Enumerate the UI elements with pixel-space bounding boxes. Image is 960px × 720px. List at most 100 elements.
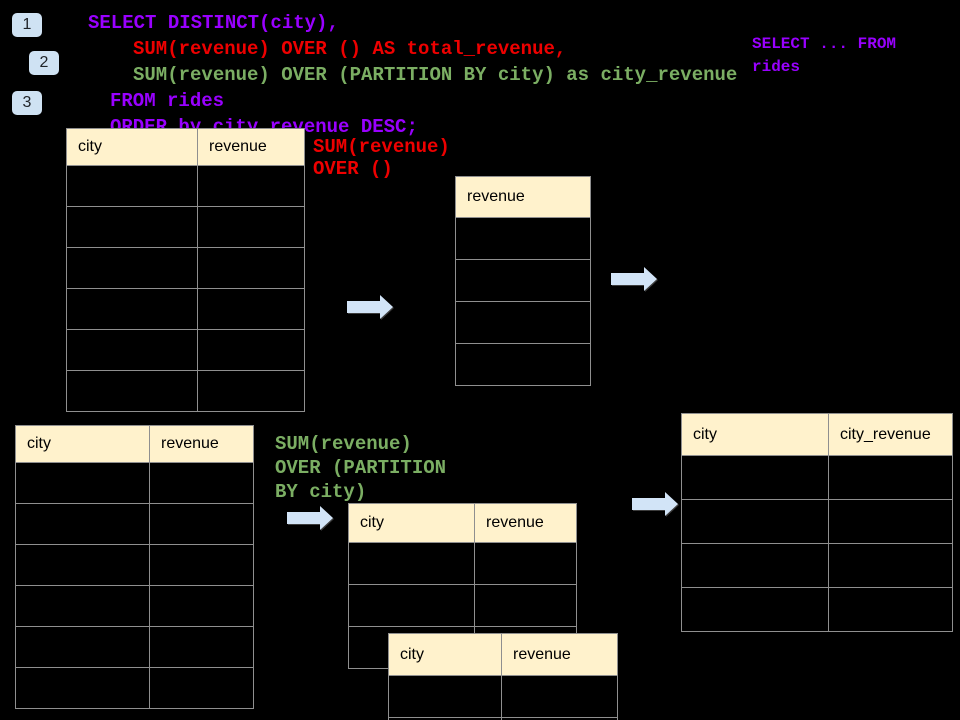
empty-row: [455, 259, 591, 302]
step-badge-1: 1: [12, 13, 42, 37]
empty-cell: [66, 370, 198, 412]
empty-cell: [681, 499, 829, 544]
sql-line-city-revenue: SUM(revenue) OVER (PARTITION BY city) as…: [133, 64, 738, 86]
empty-cell: [15, 503, 150, 545]
empty-cell: [348, 542, 475, 585]
empty-cell: [197, 165, 305, 207]
empty-row: [66, 247, 305, 289]
empty-row: [66, 288, 305, 330]
annotation-total-line2: OVER (): [313, 158, 393, 180]
empty-cell: [501, 675, 618, 718]
annotation-total-line1: SUM(revenue): [313, 136, 450, 158]
empty-row: [681, 587, 953, 632]
empty-cell: [197, 370, 305, 412]
empty-cell: [15, 585, 150, 627]
empty-cell: [15, 626, 150, 668]
column-header: city: [15, 425, 150, 463]
empty-row: [681, 499, 953, 544]
empty-cell: [681, 455, 829, 500]
step-badge-2: 2: [29, 51, 59, 75]
arrow-right-icon: [611, 267, 657, 291]
empty-cell: [455, 217, 591, 260]
column-header: revenue: [474, 503, 577, 543]
empty-row: [15, 503, 254, 545]
empty-row: [455, 217, 591, 260]
column-header: city: [388, 633, 502, 676]
empty-cell: [474, 584, 577, 627]
empty-row: [681, 455, 953, 500]
sql-line-select: SELECT DISTINCT(city),: [88, 12, 339, 34]
annotation-partition-line1: SUM(revenue): [275, 433, 412, 455]
sql-line-from: FROM rides: [110, 90, 225, 112]
sql-line-total-revenue: SUM(revenue) OVER () AS total_revenue,: [133, 38, 567, 60]
empty-cell: [66, 329, 198, 371]
column-header: revenue: [501, 633, 618, 676]
empty-row: [15, 585, 254, 627]
annotation-partition-line3: BY city): [275, 481, 367, 503]
empty-row: [388, 717, 618, 720]
empty-cell: [828, 543, 953, 588]
empty-cell: [501, 717, 618, 720]
empty-cell: [149, 626, 254, 668]
empty-row: [348, 584, 577, 627]
column-header: city: [348, 503, 475, 543]
column-header: revenue: [455, 176, 591, 218]
empty-row: [66, 329, 305, 371]
arrow-right-icon: [632, 492, 678, 516]
empty-cell: [66, 165, 198, 207]
empty-cell: [66, 206, 198, 248]
empty-cell: [197, 288, 305, 330]
empty-cell: [455, 259, 591, 302]
arrow-right-icon: [347, 295, 393, 319]
empty-cell: [681, 543, 829, 588]
annotation-partition-line2: OVER (PARTITION: [275, 457, 447, 479]
side-note-rides: rides: [752, 58, 801, 76]
column-header: city: [66, 128, 198, 166]
empty-cell: [15, 544, 150, 586]
column-header: revenue: [149, 425, 254, 463]
empty-cell: [828, 499, 953, 544]
empty-cell: [149, 544, 254, 586]
empty-cell: [66, 247, 198, 289]
step-badge-3: 3: [12, 91, 42, 115]
empty-row: [15, 544, 254, 586]
empty-row: [66, 165, 305, 207]
empty-row: [15, 667, 254, 709]
column-header: revenue: [197, 128, 305, 166]
column-header: city: [681, 413, 829, 456]
empty-cell: [149, 503, 254, 545]
empty-cell: [828, 455, 953, 500]
empty-row: [681, 543, 953, 588]
empty-cell: [388, 675, 502, 718]
empty-row: [66, 206, 305, 248]
empty-cell: [348, 584, 475, 627]
column-header: city_revenue: [828, 413, 953, 456]
empty-cell: [149, 585, 254, 627]
empty-cell: [474, 542, 577, 585]
empty-row: [15, 462, 254, 504]
empty-row: [66, 370, 305, 412]
empty-cell: [66, 288, 198, 330]
empty-cell: [149, 667, 254, 709]
empty-row: [15, 626, 254, 668]
empty-cell: [197, 247, 305, 289]
empty-cell: [149, 462, 254, 504]
empty-cell: [681, 587, 829, 632]
empty-row: [455, 301, 591, 344]
empty-cell: [197, 329, 305, 371]
empty-cell: [15, 667, 150, 709]
empty-cell: [197, 206, 305, 248]
empty-cell: [15, 462, 150, 504]
empty-cell: [455, 343, 591, 386]
empty-cell: [455, 301, 591, 344]
empty-row: [455, 343, 591, 386]
empty-row: [348, 542, 577, 585]
arrow-right-icon: [287, 506, 333, 530]
empty-cell: [828, 587, 953, 632]
side-note-select-from: SELECT ... FROM: [752, 35, 897, 53]
